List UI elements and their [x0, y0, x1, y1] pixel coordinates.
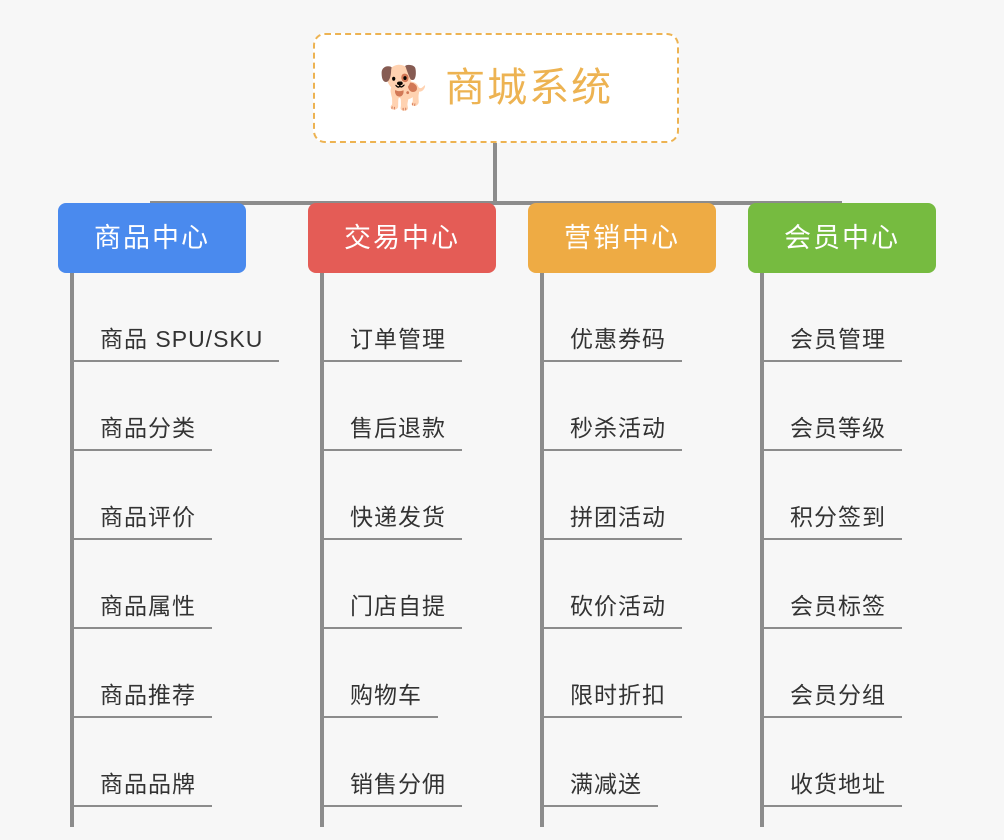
category-label: 商品中心 — [94, 222, 210, 253]
leaf-item[interactable]: 商品评价 — [58, 451, 246, 540]
leaf-item[interactable]: 秒杀活动 — [528, 362, 716, 451]
column-trade-center: 交易中心 订单管理 售后退款 快递发货 门店自提 购物车 销售分佣 — [308, 203, 496, 827]
leaf-list: 订单管理 售后退款 快递发货 门店自提 购物车 销售分佣 — [308, 273, 496, 807]
leaf-item[interactable]: 购物车 — [308, 629, 496, 718]
connector-horizontal-bus — [150, 201, 840, 205]
leaf-item[interactable]: 订单管理 — [308, 273, 496, 362]
leaf-item[interactable]: 门店自提 — [308, 540, 496, 629]
leaf-label: 销售分佣 — [350, 770, 446, 797]
leaf-item[interactable]: 销售分佣 — [308, 718, 496, 807]
leaf-item[interactable]: 商品品牌 — [58, 718, 246, 807]
leaf-label: 满减送 — [570, 770, 642, 797]
leaf-label: 订单管理 — [350, 325, 446, 352]
leaf-label: 商品分类 — [100, 414, 196, 441]
category-label: 交易中心 — [344, 222, 460, 253]
category-box-trade-center[interactable]: 交易中心 — [308, 203, 496, 273]
leaf-label: 砍价活动 — [570, 592, 666, 619]
leaf-label: 拼团活动 — [570, 503, 666, 530]
leaf-label: 会员分组 — [790, 681, 886, 708]
leaf-item[interactable]: 售后退款 — [308, 362, 496, 451]
leaf-label: 商品品牌 — [100, 770, 196, 797]
connector-root-stem — [493, 143, 497, 205]
leaf-label: 购物车 — [350, 681, 422, 708]
leaf-label: 积分签到 — [790, 503, 886, 530]
leaf-label: 门店自提 — [350, 592, 446, 619]
leaf-item[interactable]: 商品分类 — [58, 362, 246, 451]
leaf-label: 会员标签 — [790, 592, 886, 619]
leaf-item[interactable]: 会员等级 — [748, 362, 936, 451]
leaf-item[interactable]: 拼团活动 — [528, 451, 716, 540]
leaf-label: 商品评价 — [100, 503, 196, 530]
leaf-item[interactable]: 收货地址 — [748, 718, 936, 807]
category-box-member-center[interactable]: 会员中心 — [748, 203, 936, 273]
root-title: 商城系统 — [445, 66, 614, 110]
leaf-item[interactable]: 快递发货 — [308, 451, 496, 540]
leaf-item[interactable]: 商品推荐 — [58, 629, 246, 718]
leaf-item[interactable]: 优惠券码 — [528, 273, 716, 362]
category-box-marketing-center[interactable]: 营销中心 — [528, 203, 716, 273]
leaf-item[interactable]: 会员分组 — [748, 629, 936, 718]
category-label: 营销中心 — [564, 222, 680, 253]
leaf-label: 商品 SPU/SKU — [100, 325, 264, 352]
leaf-label: 快递发货 — [350, 503, 446, 530]
leaf-list: 优惠券码 秒杀活动 拼团活动 砍价活动 限时折扣 满减送 — [528, 273, 716, 807]
leaf-list: 商品 SPU/SKU 商品分类 商品评价 商品属性 商品推荐 商品品牌 — [58, 273, 280, 807]
leaf-label: 秒杀活动 — [570, 414, 666, 441]
leaf-label: 优惠券码 — [570, 325, 666, 352]
leaf-item[interactable]: 限时折扣 — [528, 629, 716, 718]
leaf-list: 会员管理 会员等级 积分签到 会员标签 会员分组 收货地址 — [748, 273, 936, 807]
column-spine — [760, 273, 764, 827]
shiba-dog-face-icon: 🐕 — [378, 64, 432, 111]
root-node[interactable]: 🐕 商城系统 — [313, 33, 679, 143]
leaf-label: 收货地址 — [790, 770, 886, 797]
leaf-label: 商品推荐 — [100, 681, 196, 708]
leaf-item[interactable]: 砍价活动 — [528, 540, 716, 629]
leaf-label: 售后退款 — [350, 414, 446, 441]
column-marketing-center: 营销中心 优惠券码 秒杀活动 拼团活动 砍价活动 限时折扣 满减送 — [528, 203, 716, 827]
leaf-label: 商品属性 — [100, 592, 196, 619]
leaf-item[interactable]: 商品 SPU/SKU — [58, 273, 280, 362]
category-box-product-center[interactable]: 商品中心 — [58, 203, 246, 273]
leaf-item[interactable]: 满减送 — [528, 718, 716, 807]
column-spine — [320, 273, 324, 827]
leaf-item[interactable]: 会员管理 — [748, 273, 936, 362]
column-member-center: 会员中心 会员管理 会员等级 积分签到 会员标签 会员分组 收货地址 — [748, 203, 936, 827]
leaf-item[interactable]: 商品属性 — [58, 540, 246, 629]
category-label: 会员中心 — [784, 222, 900, 253]
column-spine — [70, 273, 74, 827]
leaf-label: 限时折扣 — [570, 681, 666, 708]
leaf-label: 会员管理 — [790, 325, 886, 352]
column-spine — [540, 273, 544, 827]
leaf-item[interactable]: 积分签到 — [748, 451, 936, 540]
column-product-center: 商品中心 商品 SPU/SKU 商品分类 商品评价 商品属性 商品推荐 商品品牌 — [58, 203, 280, 827]
leaf-item[interactable]: 会员标签 — [748, 540, 936, 629]
leaf-label: 会员等级 — [790, 414, 886, 441]
